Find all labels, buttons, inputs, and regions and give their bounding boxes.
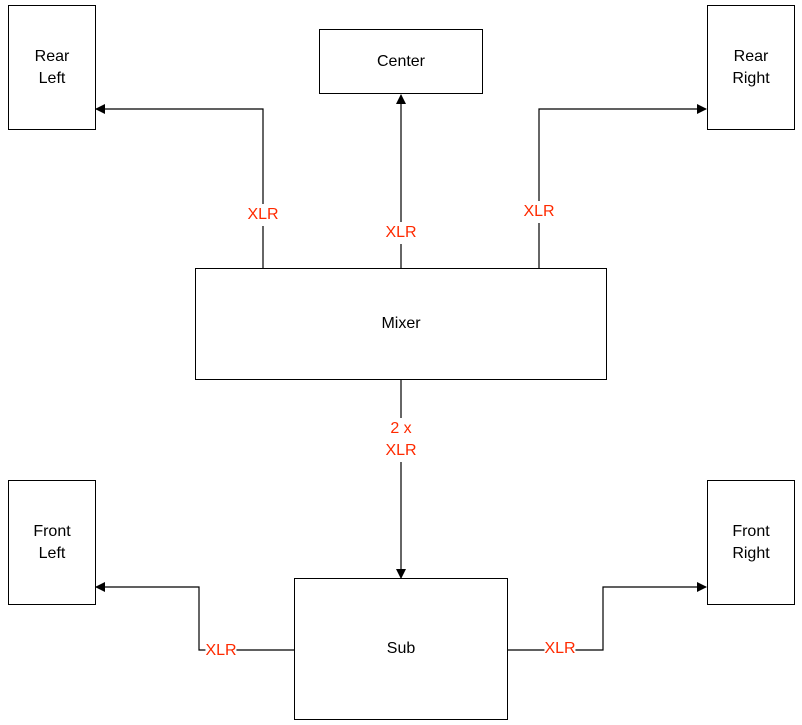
connection-label-front-left: XLR xyxy=(205,640,237,662)
front-left-label: Front Left xyxy=(33,522,71,562)
connection-label-rear-right: XLR xyxy=(523,201,555,223)
connection-label-front-right: XLR xyxy=(544,638,576,660)
connector-sub-front-right xyxy=(508,582,707,651)
rear-right-node: Rear Right xyxy=(707,5,795,130)
rear-left-label: Rear Left xyxy=(34,47,70,87)
mixer-label: Mixer xyxy=(381,315,421,332)
connection-label-sub: 2 x XLR xyxy=(385,418,417,462)
connector-mixer-rear-left xyxy=(95,104,264,268)
front-right-label: Front Right xyxy=(732,522,770,562)
front-right-node: Front Right xyxy=(707,480,795,605)
rear-left-node: Rear Left xyxy=(8,5,96,130)
connector-mixer-rear-right xyxy=(538,104,707,268)
connection-label-rear-left: XLR xyxy=(247,204,279,226)
sub-label: Sub xyxy=(386,640,416,657)
connection-label-center: XLR xyxy=(385,222,417,244)
front-left-node: Front Left xyxy=(8,480,96,605)
center-label: Center xyxy=(376,52,426,70)
sub-node: Sub xyxy=(294,578,508,720)
center-node: Center xyxy=(319,29,483,94)
connector-sub-front-left xyxy=(95,582,294,651)
mixer-node: Mixer xyxy=(195,268,607,380)
rear-right-label: Rear Right xyxy=(732,47,770,87)
